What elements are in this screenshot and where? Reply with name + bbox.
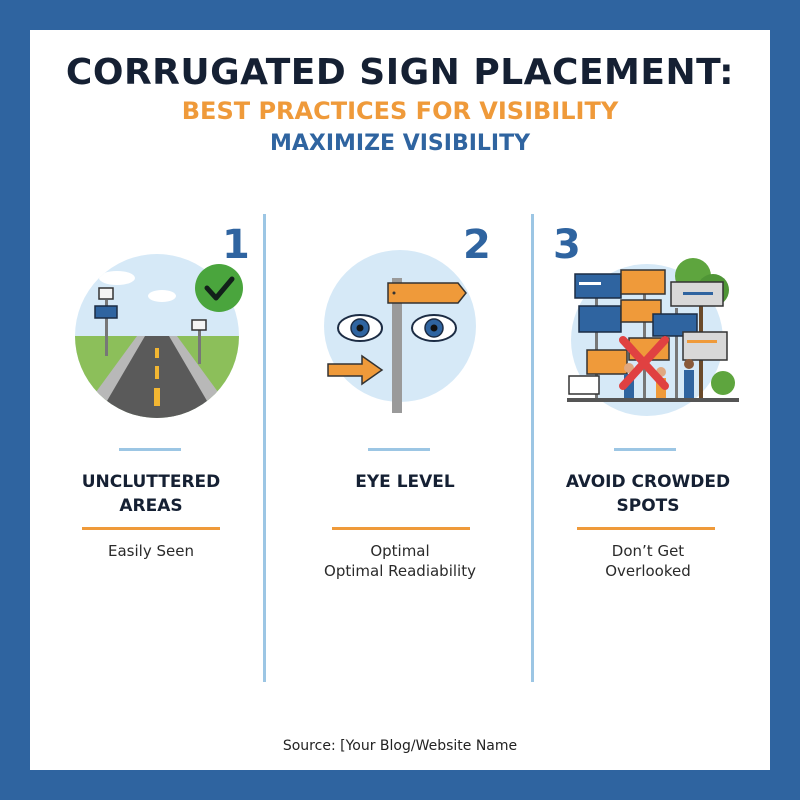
- step-2-number: 2: [463, 222, 491, 268]
- page-subtitle: BEST PRACTICES FOR VISIBILITY: [181, 97, 619, 125]
- step-1-number: 1: [222, 222, 250, 268]
- step-3-body: Don’t Get Overlooked: [605, 542, 691, 580]
- step-2-heading: EYE LEVEL: [355, 472, 455, 492]
- page-tagline: MAXIMIZE VISIBILITY: [269, 131, 531, 156]
- divider-short: [368, 448, 430, 451]
- column-divider: [263, 214, 266, 682]
- divider-orange: [577, 527, 715, 530]
- source-credit: Source: [Your Blog/Website Name: [282, 738, 518, 754]
- road-with-signs-checkmark-icon: [75, 254, 243, 418]
- divider-orange: [82, 527, 220, 530]
- step-1-body: Easily Seen: [108, 542, 194, 560]
- step-2-body: Optimal Optimal Readiability: [324, 542, 476, 580]
- divider-orange: [332, 527, 470, 530]
- step-3-heading: AVOID CROWDED SPOTS: [565, 472, 731, 516]
- column-divider: [531, 214, 534, 682]
- divider-short: [119, 448, 181, 451]
- eyes-signpost-icon: [324, 250, 476, 413]
- divider-short: [614, 448, 676, 451]
- page-title: CORRUGATED SIGN PLACEMENT:: [65, 52, 735, 93]
- step-1-heading: UNCLUTTERED AREAS: [81, 472, 221, 516]
- step-3-number: 3: [553, 222, 581, 268]
- crowded-signs-x-icon: [567, 258, 739, 416]
